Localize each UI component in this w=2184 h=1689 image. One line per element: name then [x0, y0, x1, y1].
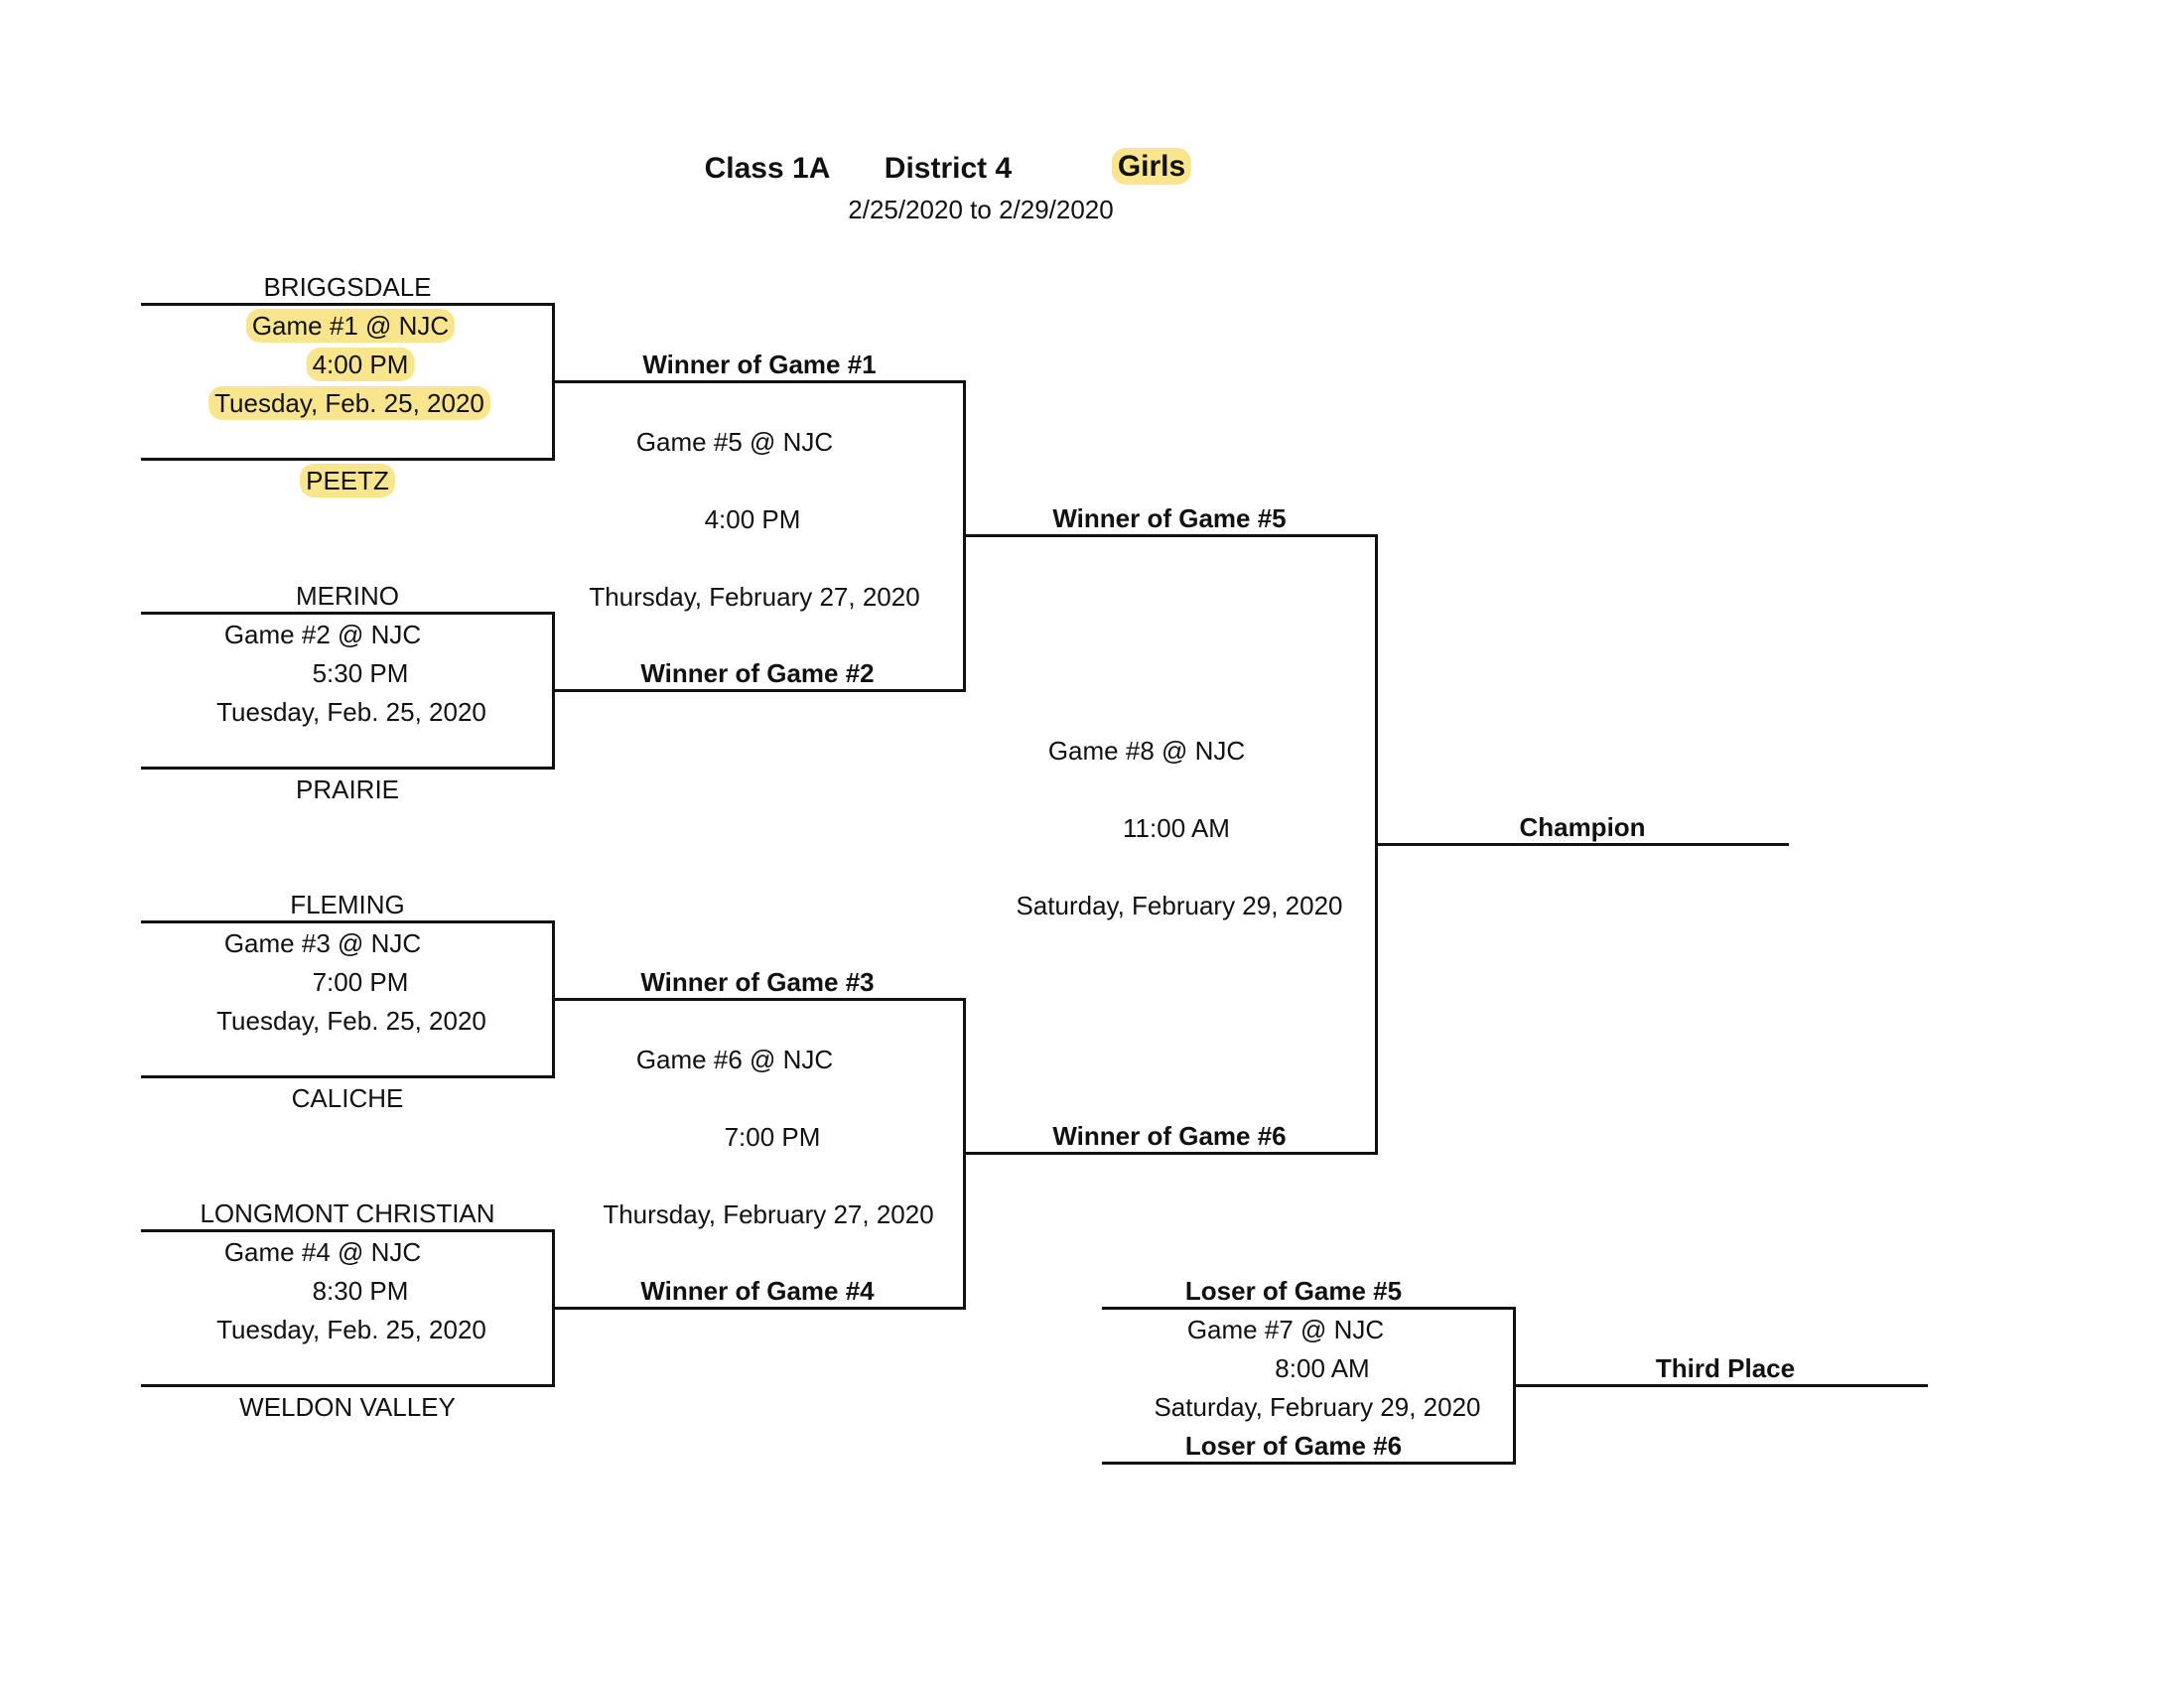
- g5-time: 4:00 PM: [704, 504, 801, 534]
- g1-bottom-team-highlight: PEETZ: [300, 464, 395, 497]
- g7-time: 8:00 AM: [1275, 1353, 1370, 1383]
- g4-game: Game #4 @ NJC: [223, 1237, 422, 1267]
- third-place-line: [1513, 1384, 1928, 1387]
- g5-bottom-label: Winner of Game #2: [640, 658, 875, 688]
- g8-top-label: Winner of Game #5: [1052, 503, 1287, 533]
- g5-top-label: Winner of Game #1: [642, 350, 877, 379]
- g6-game: Game #6 @ NJC: [635, 1045, 834, 1074]
- g7-top-label: Loser of Game #5: [1184, 1276, 1403, 1306]
- g6-top-line: [552, 998, 966, 1001]
- g7-game: Game #7 @ NJC: [1186, 1315, 1385, 1344]
- g6-top-label: Winner of Game #3: [640, 967, 875, 997]
- g1-game-highlight: Game #1 @ NJC: [245, 309, 456, 343]
- gender-label: Girls: [1111, 148, 1192, 185]
- g1-game: Game #1 @ NJC: [245, 309, 456, 343]
- g8-date: Saturday, February 29, 2020: [1016, 891, 1343, 920]
- g8-bottom-label: Winner of Game #6: [1052, 1121, 1287, 1151]
- g4-date: Tuesday, Feb. 25, 2020: [216, 1315, 486, 1344]
- g4-top-line: [141, 1229, 555, 1232]
- g1-top-line: [141, 303, 555, 306]
- g7-top-line: [1102, 1307, 1516, 1310]
- g7-date: Saturday, February 29, 2020: [1154, 1392, 1481, 1422]
- g5-top-line: [552, 380, 966, 383]
- g1-time: 4:00 PM: [306, 348, 415, 381]
- g8-bottom-line: [963, 1152, 1378, 1155]
- g3-bottom-line: [141, 1075, 555, 1078]
- g2-top-line: [141, 612, 555, 615]
- g2-game: Game #2 @ NJC: [223, 620, 422, 649]
- g3-time: 7:00 PM: [312, 967, 409, 997]
- g1-date-highlight: Tuesday, Feb. 25, 2020: [208, 386, 490, 420]
- g6-time: 7:00 PM: [724, 1122, 821, 1152]
- g7-bottom-line: [1102, 1462, 1516, 1465]
- third-place-label: Third Place: [1655, 1353, 1796, 1383]
- g1-top-team: BRIGGSDALE: [263, 272, 432, 302]
- g5-date: Thursday, February 27, 2020: [589, 582, 920, 612]
- g4-bottom-team: WELDON VALLEY: [239, 1392, 456, 1422]
- champion-label: Champion: [1519, 812, 1646, 842]
- district-label: District 4: [884, 152, 1013, 185]
- g8-top-line: [963, 534, 1378, 537]
- g2-top-team: MERINO: [296, 581, 399, 611]
- g8-game: Game #8 @ NJC: [1047, 736, 1246, 766]
- g5-game: Game #5 @ NJC: [635, 427, 834, 457]
- g5-bottom-line: [552, 689, 966, 692]
- g4-top-team: LONGMONT CHRISTIAN: [200, 1198, 495, 1228]
- g2-bottom-team: PRAIRIE: [295, 774, 400, 804]
- g1-time-highlight: 4:00 PM: [306, 348, 415, 381]
- g3-top-line: [141, 920, 555, 923]
- g3-top-team: FLEMING: [290, 890, 405, 919]
- champion-line: [1375, 843, 1789, 846]
- g6-bottom-label: Winner of Game #4: [640, 1276, 875, 1306]
- g2-date: Tuesday, Feb. 25, 2020: [216, 697, 486, 727]
- g3-game: Game #3 @ NJC: [223, 928, 422, 958]
- g4-bottom-line: [141, 1384, 555, 1387]
- g1-bottom-team: PEETZ: [300, 464, 395, 497]
- class-label: Class 1A: [704, 152, 831, 185]
- g2-time: 5:30 PM: [312, 658, 409, 688]
- g8-time: 11:00 AM: [1123, 813, 1230, 843]
- g3-date: Tuesday, Feb. 25, 2020: [216, 1006, 486, 1036]
- g6-bottom-line: [552, 1307, 966, 1310]
- g3-bottom-team: CALICHE: [291, 1083, 404, 1113]
- g7-bottom-label: Loser of Game #6: [1184, 1431, 1403, 1461]
- g1-bottom-line: [141, 458, 555, 461]
- g4-time: 8:30 PM: [312, 1276, 409, 1306]
- g1-date: Tuesday, Feb. 25, 2020: [208, 386, 490, 420]
- gender-highlight: Girls: [1111, 148, 1192, 185]
- date-range: 2/25/2020 to 2/29/2020: [848, 195, 1114, 224]
- g6-date: Thursday, February 27, 2020: [603, 1199, 934, 1229]
- g2-bottom-line: [141, 767, 555, 770]
